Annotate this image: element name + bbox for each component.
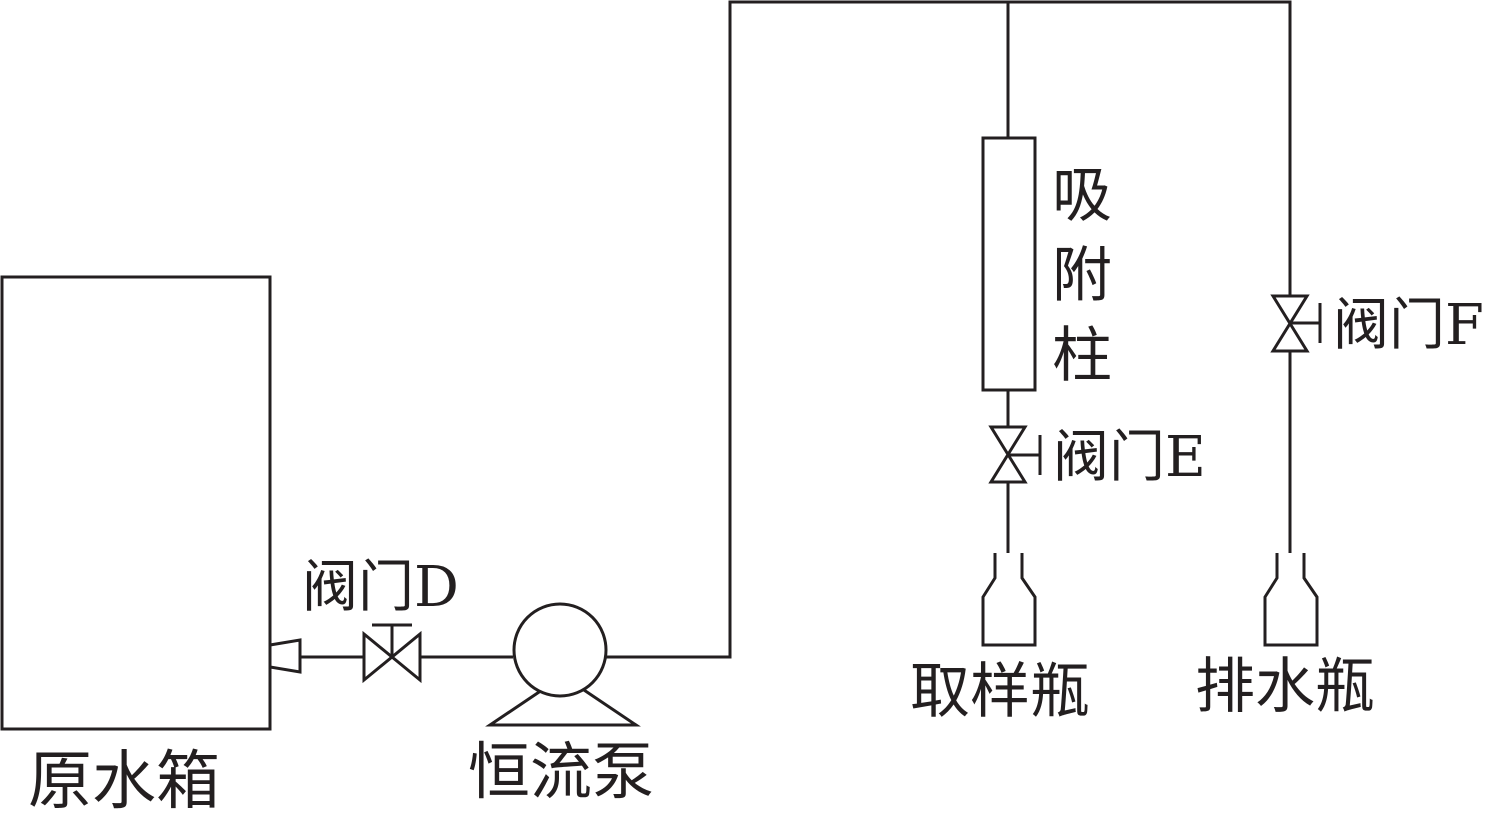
drain-bottle-label: 排水瓶 xyxy=(1195,652,1375,722)
tank-outlet-fitting xyxy=(268,638,302,674)
sample-bottle-icon xyxy=(981,553,1037,647)
valve-e-label: 阀门E xyxy=(1053,425,1206,490)
pipe-pump-to-header xyxy=(606,0,1292,659)
tank-body xyxy=(0,275,272,731)
adsorption-column xyxy=(981,136,1037,392)
drain-bottle-icon xyxy=(1263,553,1319,647)
column-label-char-1: 吸 xyxy=(1052,161,1112,231)
pump-housing xyxy=(512,602,608,698)
raw-water-tank xyxy=(0,275,302,731)
tank-label: 原水箱 xyxy=(28,745,220,813)
valve-f-icon xyxy=(1270,294,1322,353)
column-label-char-3: 柱 xyxy=(1052,321,1112,391)
sample-bottle-label: 取样瓶 xyxy=(910,657,1090,727)
valve-e-icon xyxy=(988,425,1042,484)
valve-f-label: 阀门F xyxy=(1333,293,1484,358)
column-label-char-2: 附 xyxy=(1052,241,1112,311)
pump-icon xyxy=(485,602,641,727)
valve-d-label: 阀门D xyxy=(302,555,459,620)
valve-d-icon xyxy=(362,623,422,684)
pump-label: 恒流泵 xyxy=(468,735,654,808)
